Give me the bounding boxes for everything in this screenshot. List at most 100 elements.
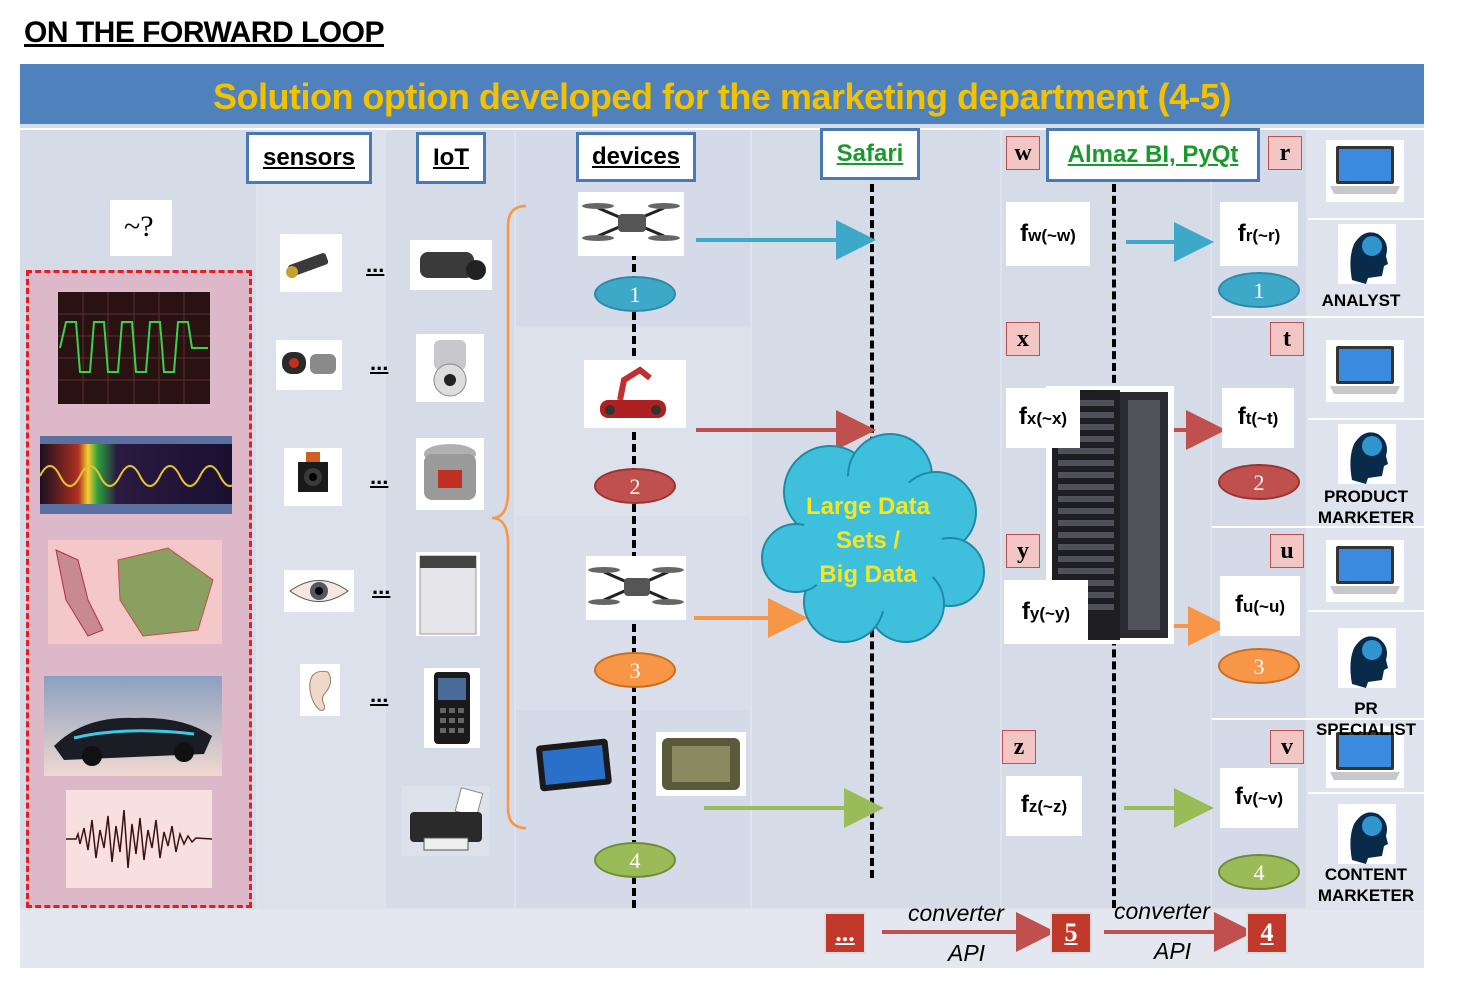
badge-1-right: 1 [1218,272,1300,308]
ptz-camera-image [416,334,484,402]
converter-label-left: converter [908,900,1004,926]
devices-header: devices [576,132,696,182]
spectrum-wave-image [40,436,232,514]
row-divider [1212,316,1424,318]
map-image [48,540,222,644]
role-content-marketer-line-1: CONTENT [1324,865,1408,884]
function-w-sub: w(~w) [1028,226,1076,245]
badge-3-left: 3 [594,652,676,688]
function-r-main: f [1237,220,1246,247]
row-divider [1308,418,1424,420]
optical-sensor-image [276,340,342,390]
drone-image-1 [578,192,684,256]
letter-r: r [1268,136,1302,170]
function-x-sub: x(~x) [1026,409,1068,428]
function-u: fu(~u) [1220,576,1300,636]
dishwasher-image [416,552,480,636]
role-product-marketer-line-2: MARKETER [1317,508,1415,527]
step-box-5: 5 [1050,912,1092,954]
proximity-sensor-image [280,234,342,292]
bottom-strip [20,910,1424,968]
function-v-sub: v(~v) [1242,789,1284,808]
function-r-sub: r(~r) [1245,226,1281,245]
function-w-main: f [1020,220,1029,247]
output-box-ellipsis: ... [824,912,866,954]
function-z-main: f [1020,791,1029,818]
safari-header: Safari [820,128,920,180]
laptop-image-3 [1326,540,1404,602]
signal-symbol: ~? [124,210,154,243]
letter-z: z [1002,730,1036,764]
badge-3-right: 3 [1218,648,1300,684]
function-z: fz(~z) [1006,776,1082,836]
function-w: fw(~w) [1006,202,1090,266]
oscilloscope-image [58,292,210,404]
role-product-marketer-line-1: PRODUCT [1323,487,1409,506]
row-divider [1212,718,1424,720]
function-x-main: f [1018,403,1027,430]
step-box-4: 4 [1246,912,1288,954]
letter-u: u [1270,534,1304,568]
function-x: fx(~x) [1006,388,1080,448]
laptop-image-1 [1326,140,1404,202]
function-v: fv(~v) [1220,768,1298,828]
iot-header: IoT [416,132,486,184]
role-product-marketer: PRODUCT MARKETER [1310,486,1422,528]
title-banner [20,64,1424,128]
big-data-cloud [761,433,985,643]
badge-2-right: 2 [1218,464,1300,500]
printer-image [402,786,490,856]
function-y: fy(~y) [1004,580,1088,644]
cloud-label-line-3: Big Data [819,561,917,588]
devices-brace [491,204,527,830]
sensors-header: sensors [246,132,372,184]
function-t: ft(~t) [1222,388,1294,448]
rugged-tablet-image [656,732,746,796]
function-z-sub: z(~z) [1028,797,1068,816]
laptop-image-2 [1326,340,1404,402]
cloud-label-line-2: Sets / [835,527,901,554]
ai-head-icon-1 [1338,224,1396,284]
function-y-main: f [1021,598,1030,625]
ellipsis-2: ... [370,350,389,375]
robot-image [584,360,686,428]
ellipsis-5: ... [370,682,389,707]
function-t-sub: t(~t) [1245,409,1279,428]
cloud-label: Large Data Sets / Big Data [788,490,948,592]
role-analyst: ANALYST [1321,291,1401,310]
api-label-right: API [1154,938,1192,964]
cloud-label-line-1: Large Data [805,493,931,520]
letter-w: w [1006,136,1040,170]
converter-label-right: converter [1114,898,1210,924]
ai-head-icon-3 [1338,628,1396,688]
audio-wave-image [66,790,212,888]
ellipsis-3: ... [370,464,389,489]
function-u-sub: u(~u) [1242,597,1286,616]
mobile-phone-image [424,668,480,748]
ellipsis-4: ... [372,574,391,599]
letter-x: x [1006,322,1040,356]
role-pr-specialist: PR SPECIALIST [1315,699,1417,739]
row-divider [1308,218,1424,220]
badge-2-left: 2 [594,468,676,504]
letter-y: y [1006,534,1040,568]
ellipsis-1: ... [366,252,385,277]
camera-module-image [284,448,342,506]
function-r: fr(~r) [1220,202,1298,266]
tablet-image [534,738,614,794]
badge-4-right: 4 [1218,854,1300,890]
function-y-sub: y(~y) [1029,604,1071,623]
ai-head-icon-2 [1338,424,1396,484]
function-t-main: f [1237,403,1246,430]
banner-title: Solution option developed for the market… [212,76,1232,117]
ear-image [300,664,340,716]
car-image [44,676,222,776]
badge-4-left: 4 [594,842,676,878]
binocular-camera-image [410,240,492,290]
row-divider [1308,792,1424,794]
laptop-image-4 [1326,726,1404,788]
multicooker-image [416,438,484,510]
letter-v: v [1270,730,1304,764]
ai-head-icon-4 [1338,804,1396,864]
letter-t: t [1270,322,1304,356]
